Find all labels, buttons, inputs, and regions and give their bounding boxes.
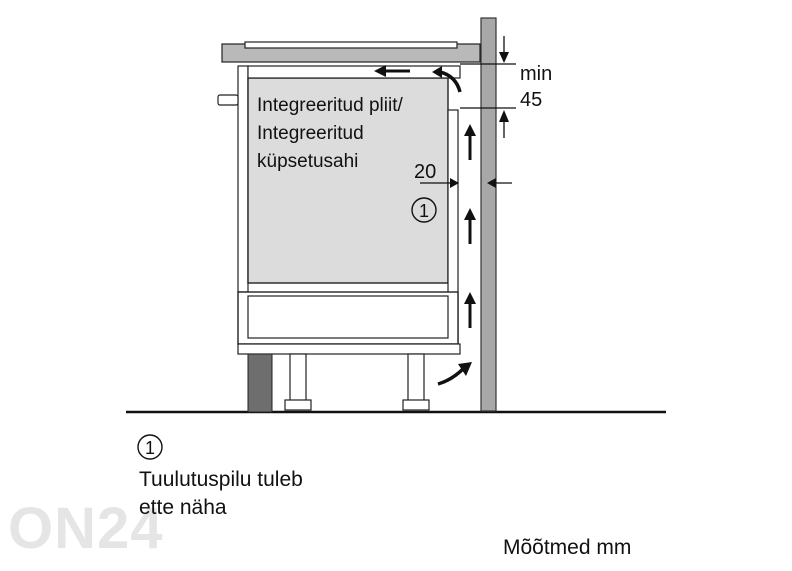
legend-text-line2: ette näha <box>139 496 227 519</box>
plinth <box>247 353 273 413</box>
units-note: Mõõtmed mm <box>503 536 631 559</box>
rear-wall <box>480 17 497 412</box>
gap-dimension <box>420 178 512 188</box>
airflow-arrow-outlet <box>432 66 462 93</box>
appliance-label-line3: küpsetusahi <box>257 151 358 172</box>
worktop <box>221 41 481 63</box>
svg-text:1: 1 <box>145 438 155 458</box>
airflow-arrows-up <box>464 124 476 328</box>
airflow-arrow-inlet <box>437 362 472 386</box>
appliance-label-line2: Integreeritud <box>257 123 364 144</box>
min-dimension <box>460 36 516 138</box>
cabinet-legs <box>284 353 430 411</box>
cabinet-base <box>237 291 461 355</box>
airflow-arrow-horizontal <box>374 65 410 77</box>
legend-marker: 1 <box>137 434 163 460</box>
callout-marker: 1 <box>411 197 437 223</box>
svg-text:1: 1 <box>419 201 429 221</box>
oven-unit <box>247 65 461 284</box>
cabinet-side <box>217 65 249 293</box>
gap-value: 20 <box>414 161 436 183</box>
appliance-label-line1: Integreeritud pliit/ <box>257 95 403 116</box>
min-value: 45 <box>520 89 542 111</box>
min-label: min <box>520 63 552 85</box>
watermark-logo: ON24 <box>8 496 164 561</box>
legend-text-line1: Tuulutuspilu tuleb <box>139 468 303 491</box>
